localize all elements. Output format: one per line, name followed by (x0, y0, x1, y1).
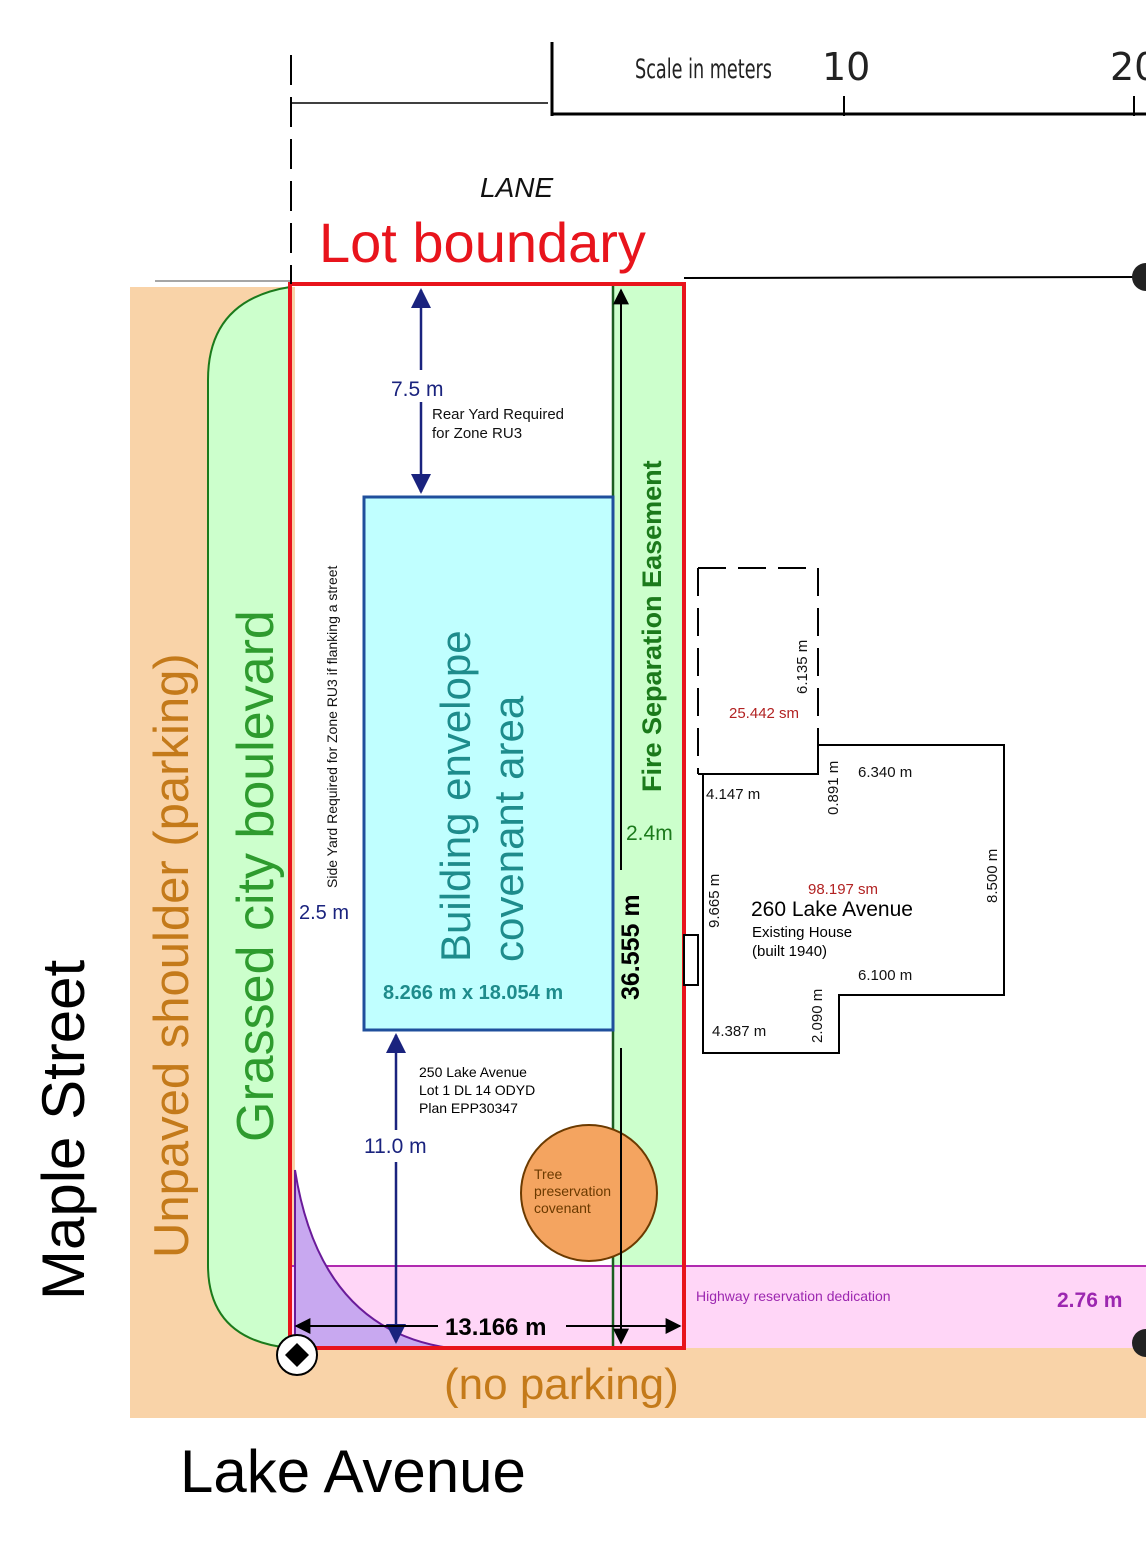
grassed-boulevard (207, 285, 291, 1350)
tree-line2: preservation (534, 1183, 611, 1199)
rear-yard-line2: for Zone RU3 (432, 425, 522, 442)
survey-pin-bottom (1132, 1329, 1146, 1357)
lot-info-line3: Plan EPP30347 (419, 1100, 518, 1116)
house-annex-area: 25.442 sm (729, 705, 799, 722)
highway-label: Highway reservation dedication (696, 1288, 891, 1304)
house-dim-9665: 9.665 m (706, 874, 723, 928)
house-dim-6100: 6.100 m (858, 967, 912, 984)
no-parking-label: (no parking) (444, 1360, 679, 1409)
envelope-line1: Building envelope (432, 630, 479, 962)
scale-label: Scale in meters (635, 54, 772, 85)
lot-info-line2: Lot 1 DL 14 ODYD (419, 1082, 535, 1098)
house-dim-8500: 8.500 m (984, 849, 1001, 903)
house-line3: (built 1940) (752, 943, 827, 960)
fire-separation-easement (613, 285, 683, 1265)
fire-easement-label: Fire Separation Easement (637, 460, 667, 792)
scale-bar (550, 42, 1146, 116)
lane-property-line (683, 276, 1141, 279)
side-yard-value: 2.5 m (299, 902, 349, 924)
unpaved-shoulder-label: Unpaved shoulder (parking) (145, 653, 199, 1258)
lane-label: LANE (480, 172, 553, 203)
house-dim-2090: 2.090 m (809, 989, 826, 1043)
house-dim-4387: 4.387 m (712, 1023, 766, 1040)
lot-depth-value: 36.555 m (617, 894, 645, 1000)
tree-line1: Tree (534, 1166, 562, 1182)
rear-yard-line1: Rear Yard Required (432, 406, 564, 423)
lake-avenue-label: Lake Avenue (180, 1438, 526, 1505)
maple-street-label: Maple Street (30, 960, 97, 1300)
house-area: 98.197 sm (808, 881, 878, 898)
scale-tick-20: 20 (1110, 45, 1146, 89)
existing-house-outline (683, 567, 1005, 1054)
scale-tick-10: 10 (822, 45, 870, 89)
house-dim-6340: 6.340 m (858, 764, 912, 781)
lot-info-line1: 250 Lake Avenue (419, 1064, 527, 1080)
highway-width: 2.76 m (1057, 1289, 1122, 1312)
front-setback-value: 11.0 m (364, 1135, 427, 1158)
tree-covenant-circle (520, 1124, 658, 1262)
lot-width-value: 13.166 m (445, 1314, 546, 1341)
corner-pin (276, 1334, 318, 1376)
building-envelope (362, 495, 615, 1032)
envelope-dims: 8.266 m x 18.054 m (383, 982, 563, 1004)
house-dim-0891: 0.891 m (825, 761, 842, 815)
house-line2: Existing House (752, 924, 852, 941)
envelope-line2: covenant area (485, 695, 532, 962)
house-address: 260 Lake Avenue (751, 898, 913, 921)
house-dim-4147: 4.147 m (706, 786, 760, 803)
tree-line3: covenant (534, 1200, 591, 1216)
side-yard-label: Side Yard Required for Zone RU3 if flank… (324, 565, 340, 888)
boulevard-label: Grassed city boulevard (227, 610, 285, 1142)
survey-pin-top (1132, 263, 1146, 291)
fire-easement-width: 2.4m (626, 822, 673, 845)
rear-yard-value: 7.5 m (391, 378, 444, 401)
highway-reservation-band (290, 1266, 1146, 1348)
house-annex-height: 6.135 m (794, 640, 811, 694)
lot-boundary-rect (288, 282, 686, 1350)
lot-boundary-label: Lot boundary (319, 211, 646, 274)
